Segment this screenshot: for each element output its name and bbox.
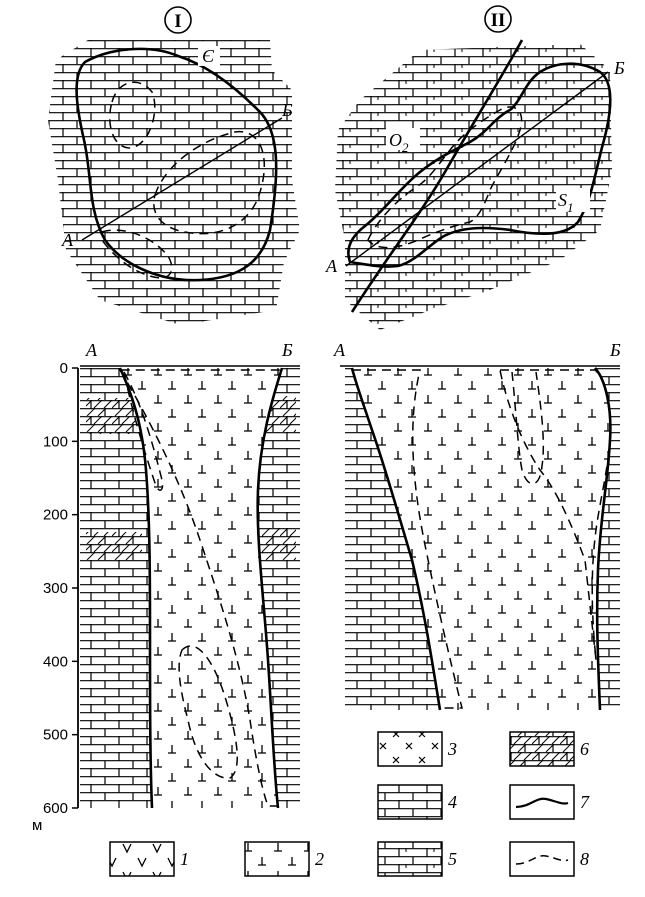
legend-number: 3 <box>447 739 457 759</box>
plan-I-label-b: Б <box>281 100 293 120</box>
plan-I-intrusion <box>75 47 278 282</box>
legend-swatch-5 <box>377 841 443 877</box>
legend-number: 4 <box>448 792 457 812</box>
section-II-v-inner <box>511 371 545 485</box>
depth-axis: 0 100 200 300 400 500 600 м <box>32 360 79 834</box>
legend-item-8: 8 <box>509 841 589 877</box>
section-I-dolomite-4 <box>262 528 296 560</box>
depth-tick-label: 200 <box>43 507 68 524</box>
depth-tick-label: 500 <box>43 727 68 744</box>
depth-tick-label: 300 <box>43 580 68 597</box>
section-I-x-zone <box>123 371 164 492</box>
section-II-intrusion <box>352 368 611 710</box>
plan-I-circle <box>164 6 192 34</box>
legend-item-1: 1 <box>109 841 189 877</box>
plan-I-numeral: I <box>174 11 181 32</box>
legend-item-3: 3 <box>377 731 457 767</box>
legend-number: 1 <box>180 849 189 869</box>
legend-swatch-7 <box>515 797 569 809</box>
plan-II-label-b: Б <box>613 58 625 78</box>
depth-tick-label: 400 <box>43 653 68 670</box>
section-II-left-contact <box>350 367 442 711</box>
plan-I-age: Є <box>202 46 215 66</box>
depth-tick-label: 0 <box>60 360 68 377</box>
section-I: А Б <box>80 340 300 809</box>
legend: 1 2 3 4 5 6 7 8 <box>109 731 590 877</box>
section-I-right-contact <box>256 367 284 809</box>
plan-II-circle <box>484 5 512 33</box>
legend-number: 6 <box>580 739 589 759</box>
plan-II: II А Б O2 S1 <box>325 5 625 330</box>
plan-I-host-rock <box>48 40 300 325</box>
section-I-intrusion <box>120 368 282 808</box>
plan-II-section-line <box>345 71 609 267</box>
legend-item-7: 7 <box>509 784 590 820</box>
section-II-right-contact <box>593 367 612 711</box>
section-II-label-b: Б <box>609 340 621 360</box>
legend-swatch-8 <box>515 855 569 865</box>
legend-number: 5 <box>448 849 457 869</box>
plan-II-numeral: II <box>491 10 506 31</box>
legend-swatch-6 <box>509 731 575 767</box>
legend-item-5: 5 <box>377 841 457 877</box>
section-I-dolomite-1 <box>86 398 136 434</box>
plan-I-x-zone <box>101 229 173 279</box>
plan-II-age-1: O2 <box>389 130 409 155</box>
plan-I-t-zone <box>153 131 265 235</box>
legend-item-6: 6 <box>509 731 589 767</box>
depth-tick-label: 600 <box>43 800 68 817</box>
section-II-label-a: А <box>333 340 346 360</box>
section-I-dolomite-2 <box>86 532 142 560</box>
legend-swatch-2 <box>244 841 310 877</box>
legend-number: 7 <box>580 792 590 812</box>
legend-item-4: 4 <box>377 784 457 820</box>
plan-II-host-rock <box>335 44 612 330</box>
section-I-inner-x <box>178 645 238 779</box>
plan-II-age-2: S1 <box>558 190 574 215</box>
plan-II-intrusion <box>347 62 612 268</box>
plan-II-t-zone <box>367 106 523 249</box>
depth-tick-label: 100 <box>43 433 68 450</box>
section-I-left-contact <box>118 367 154 809</box>
plan-II-fault <box>350 39 524 313</box>
legend-number: 2 <box>315 849 324 869</box>
depth-axis-unit: м <box>32 817 42 834</box>
legend-swatch-4 <box>377 784 443 820</box>
section-I-label-a: А <box>85 340 98 360</box>
legend-number: 8 <box>580 849 589 869</box>
plan-I-label-a: А <box>61 230 74 250</box>
legend-swatch-3 <box>377 731 443 767</box>
plan-I-section-line <box>81 117 283 241</box>
legend-swatch-1 <box>109 841 175 877</box>
section-I-label-b: Б <box>281 340 293 360</box>
legend-item-2: 2 <box>244 841 324 877</box>
section-II: А Б <box>333 340 621 711</box>
plan-II-label-a: А <box>325 256 338 276</box>
plan-I: I А Б Є <box>48 6 300 325</box>
